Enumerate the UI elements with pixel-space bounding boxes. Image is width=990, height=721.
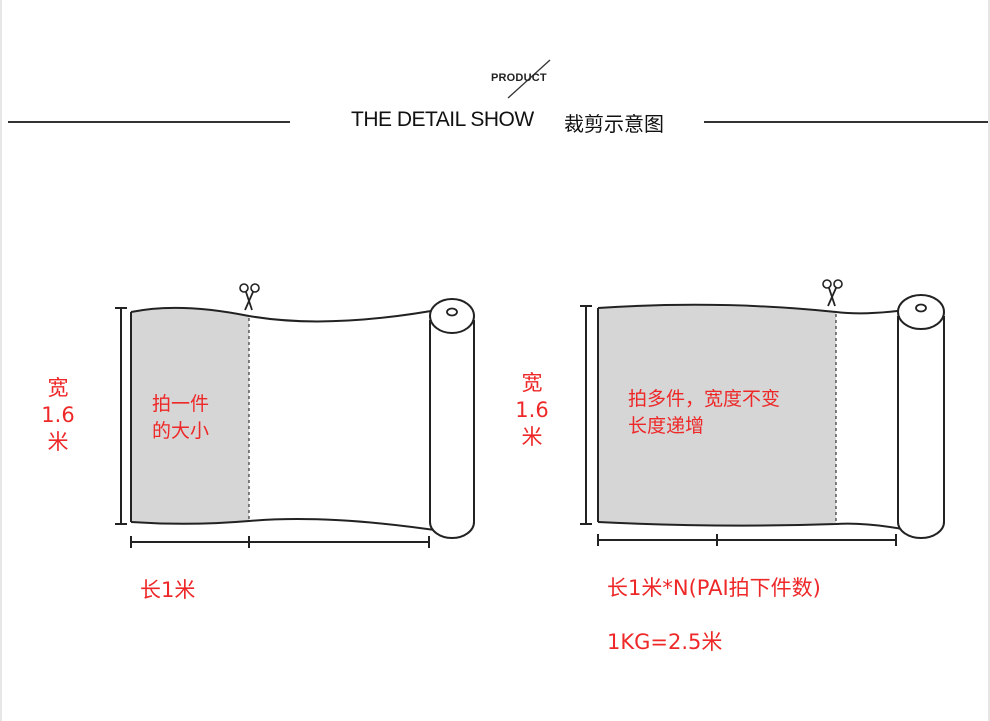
header-rule-right bbox=[704, 121, 988, 123]
page-title-cn: 裁剪示意图 bbox=[564, 112, 664, 136]
right-fabric-roll bbox=[580, 294, 945, 546]
right-inner-line-2: 长度递增 bbox=[628, 415, 705, 437]
right-width-label-line-1: 宽 bbox=[521, 371, 543, 395]
right-width-label-line-2: 1.6 bbox=[515, 398, 549, 422]
scissors-icon bbox=[822, 279, 843, 307]
left-length-label: 长1米 bbox=[140, 578, 196, 602]
right-shaded-piece bbox=[598, 305, 836, 526]
page-border-right bbox=[988, 0, 990, 721]
right-inner-label: 拍多件，宽度不变 长度递增 bbox=[628, 386, 780, 440]
left-inner-label: 拍一件 的大小 bbox=[152, 391, 209, 445]
right-width-label-line-3: 米 bbox=[521, 425, 543, 449]
left-width-label-line-3: 米 bbox=[47, 430, 69, 454]
right-inner-line-1: 拍多件，宽度不变 bbox=[628, 388, 781, 410]
header-small-label: PRODUCT bbox=[491, 72, 547, 84]
left-inner-line-2: 的大小 bbox=[152, 420, 210, 442]
weight-note: 1KG=2.5米 bbox=[607, 630, 723, 654]
scissors-icon bbox=[239, 283, 260, 311]
left-fabric-roll bbox=[115, 298, 475, 548]
left-width-label: 宽 1.6 米 bbox=[38, 375, 78, 456]
header-rule-left bbox=[8, 121, 290, 123]
left-width-label-line-1: 宽 bbox=[47, 376, 69, 400]
page-border-left bbox=[0, 0, 2, 721]
left-width-label-line-2: 1.6 bbox=[41, 403, 75, 427]
right-length-label: 长1米*N(PAI拍下件数) bbox=[607, 576, 821, 600]
right-width-label: 宽 1.6 米 bbox=[512, 370, 552, 451]
left-inner-line-1: 拍一件 bbox=[152, 393, 210, 415]
header-slash-mark bbox=[507, 59, 551, 99]
page-title-en: THE DETAIL SHOW bbox=[351, 108, 534, 131]
left-shaded-piece bbox=[131, 308, 249, 524]
